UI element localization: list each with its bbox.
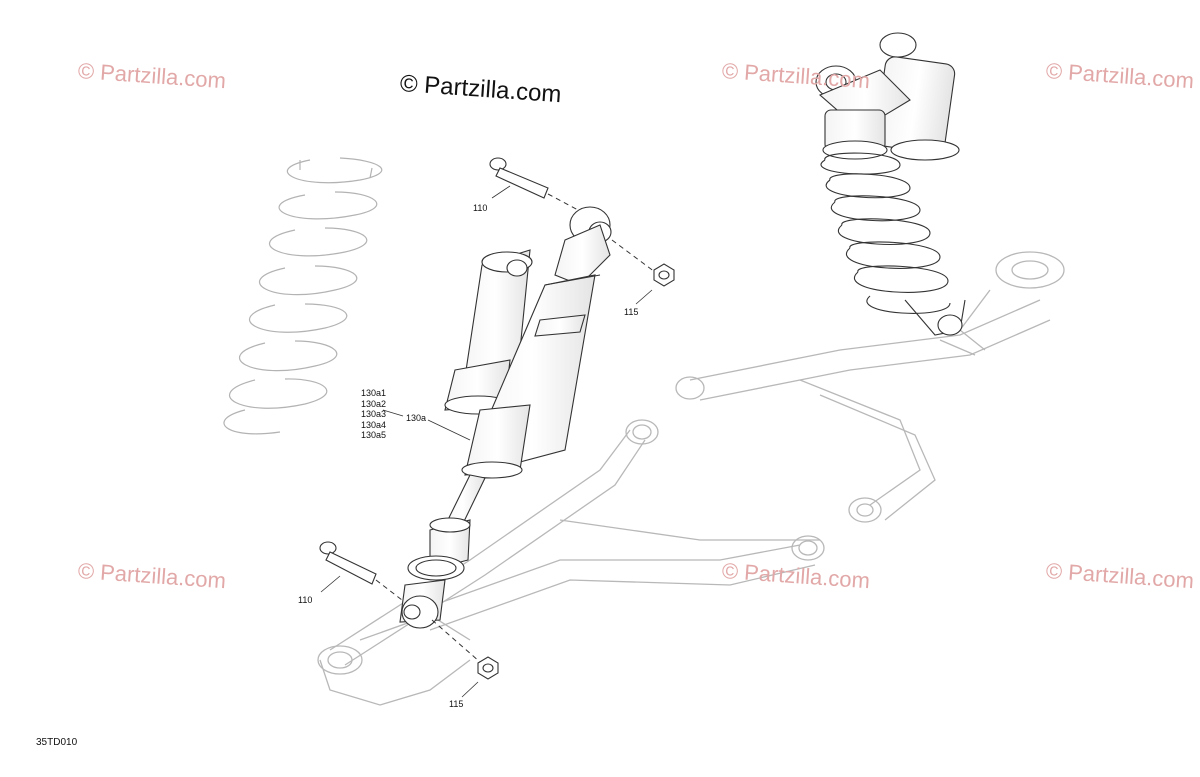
- callout-subpart: 130a4: [361, 419, 387, 430]
- leader-lines: [320, 185, 653, 698]
- nut-bottom: [477, 656, 499, 680]
- callout-subpart: 130a3: [361, 409, 387, 419]
- callout-nut-bottom: 115: [449, 699, 464, 709]
- callout-bolt-bottom: 110: [298, 595, 313, 605]
- callout-nut-top: 115: [624, 307, 639, 317]
- bolt-bottom: [319, 541, 377, 585]
- bolt-top: [489, 157, 549, 199]
- diagram-code: 35TD010: [36, 737, 78, 748]
- nut-top: [653, 263, 675, 287]
- alignment-lines: [375, 193, 656, 663]
- assembled-shock-spring: [820, 152, 966, 336]
- callout-subpart: 130a1: [361, 388, 387, 398]
- callout-bolt-top: 110: [473, 203, 488, 213]
- callout-subpart: 130a5: [361, 430, 387, 440]
- coil-spring: [223, 157, 383, 435]
- callout-shock-subparts: 130a1 130a2 130a3 130a4 130a5: [361, 388, 386, 441]
- callout-shock: 130a: [406, 413, 427, 423]
- callout-subpart: 130a2: [361, 398, 387, 409]
- centre-shock: [399, 206, 612, 629]
- upper-a-arm: [675, 251, 1065, 523]
- assembled-shock: [815, 32, 960, 161]
